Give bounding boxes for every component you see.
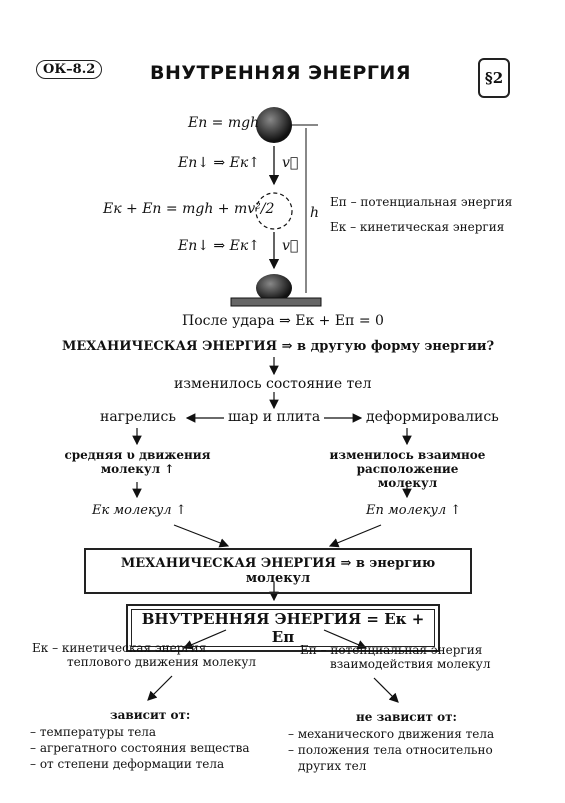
kinetic-definition-line1: Eк – кинетическая энергия — [32, 641, 207, 655]
average-speed-line2: молекул ↑ — [100, 462, 175, 476]
section-number: §2 — [478, 58, 510, 98]
changed-arrangement-text: изменилось взаимное расположение молекул — [325, 448, 490, 490]
not-depends-item: – механического движения тела — [288, 727, 495, 741]
page-title: ВНУТРЕННЯЯ ЭНЕРГИЯ — [150, 62, 411, 84]
ball-bottom — [256, 274, 292, 302]
depends-title: зависит от: — [110, 708, 191, 722]
plate — [230, 297, 322, 307]
changed-arrangement-line2: расположение молекул — [356, 462, 459, 490]
not-depends-item: – положения тела относительно — [288, 743, 493, 757]
kinetic-energy-molecules: Eк молекул ↑ — [92, 503, 187, 518]
ball-middle-dashed — [255, 192, 293, 230]
legend-potential: Eп – потенциальная энергия — [330, 195, 513, 209]
average-speed-line1: средняя υ движения — [64, 448, 211, 462]
internal-energy-box: ВНУТРЕННЯЯ ЭНЕРГИЯ = Eк + Eп — [126, 604, 440, 652]
potential-energy-molecules: Eп молекул ↑ — [366, 503, 462, 518]
ball-and-plate-text: шар и плита — [228, 409, 321, 425]
internal-energy-formula: ВНУТРЕННЯЯ ЭНЕРГИЯ = Eк + Eп — [141, 610, 425, 646]
energy-sum-formula: Eк + Eп = mgh + mv²/2 — [103, 201, 275, 217]
velocity-label-bottom: v⃗ — [282, 238, 299, 254]
section-code-badge: ОК–8.2 — [36, 60, 103, 79]
potential-energy-formula: Eп = mgh — [188, 115, 260, 131]
not-depends-list: – механического движения тела – положени… — [288, 726, 494, 774]
legend-kinetic: Eк – кинетическая энергия — [330, 220, 505, 234]
ball-top — [256, 107, 292, 143]
potential-definition-line2: взаимодействия молекул — [330, 657, 491, 671]
average-speed-text: средняя υ движения молекул ↑ — [60, 448, 215, 476]
changed-arrangement-line1: изменилось взаимное — [329, 448, 486, 462]
deformed-text: деформировались — [366, 409, 499, 425]
potential-definition: Eп – потенциальная энергия взаимодействи… — [300, 643, 490, 671]
velocity-label-top: v⃗ — [282, 155, 299, 171]
changed-state-text: изменилось состояние тел — [174, 376, 372, 392]
not-depends-title: не зависит от: — [356, 710, 457, 724]
height-label: h — [310, 205, 320, 221]
mechanical-to-molecular-text: МЕХАНИЧЕСКАЯ ЭНЕРГИЯ ⇒ в энергию молекул — [120, 556, 436, 586]
kinetic-definition-line2: теплового движения молекул — [67, 655, 257, 669]
depends-item: – температуры тела — [30, 725, 157, 739]
heated-text: нагрелись — [100, 409, 176, 425]
not-depends-item: другиx тел — [298, 759, 367, 773]
energy-change-top: Eп↓ ⇒ Eк↑ — [178, 155, 260, 171]
energy-change-bottom: Eп↓ ⇒ Eк↑ — [178, 238, 260, 254]
depends-list: – температуры тела – агрегатного состоян… — [30, 724, 250, 772]
mechanical-to-molecular-box: МЕХАНИЧЕСКАЯ ЭНЕРГИЯ ⇒ в энергию молекул — [84, 548, 472, 594]
kinetic-definition: Eк – кинетическая энергия теплового движ… — [32, 641, 256, 669]
depends-item: – от степени деформации тела — [30, 757, 225, 771]
potential-definition-line1: Eп – потенциальная энергия — [300, 643, 483, 657]
mechanical-energy-question: МЕХАНИЧЕСКАЯ ЭНЕРГИЯ ⇒ в другую форму эн… — [62, 339, 495, 354]
depends-item: – агрегатного состояния вещества — [30, 741, 250, 755]
after-impact-text: После удара ⇒ Eк + Eп = 0 — [182, 313, 384, 329]
